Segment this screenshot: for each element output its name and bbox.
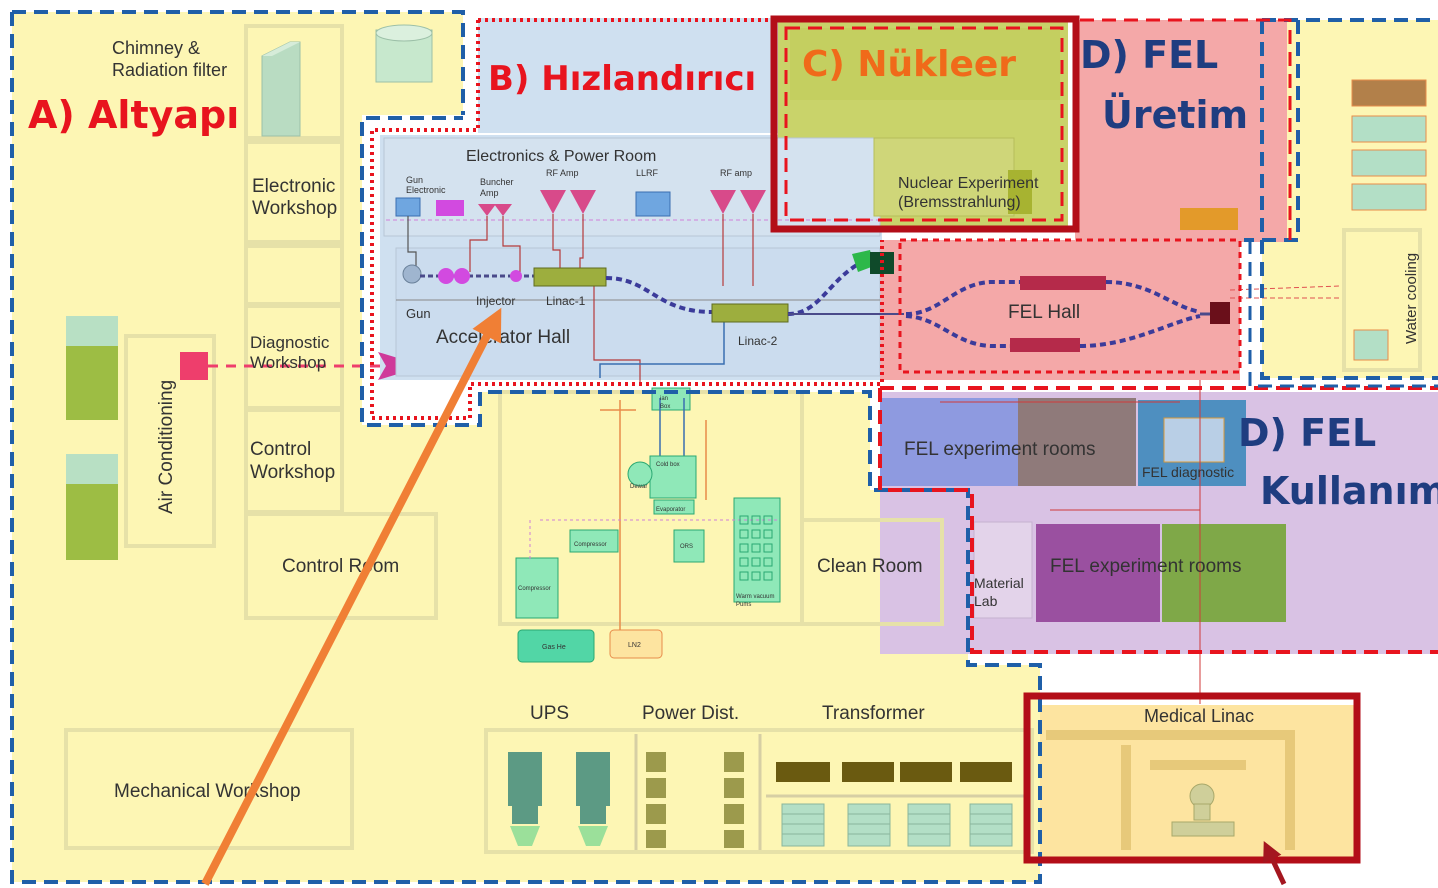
rf-amp-label-2: RF amp [720, 168, 752, 178]
beamline [402, 250, 904, 323]
gun-label: Gun [406, 306, 431, 321]
nuclear-experiment-label-1: Nuclear Experiment [898, 175, 1039, 192]
electronic-workshop-label-2: Workshop [252, 198, 337, 219]
electronics-racks [395, 190, 766, 217]
injector-pointer-arrow [201, 307, 502, 886]
llrf-label: LLRF [636, 168, 659, 178]
medical-linac-machine-icon [1171, 783, 1235, 837]
gun-electronic-label-1: Gun [406, 175, 423, 185]
fel-production-unit [1180, 208, 1238, 230]
linac2-waveguide [599, 320, 725, 378]
material-lab-label-2: Lab [974, 593, 998, 609]
control-workshop-label-2: Workshop [250, 462, 335, 483]
ups-units [508, 752, 610, 846]
linac-1-label: Linac-1 [546, 294, 586, 308]
compressor-label-1: Compressor [574, 542, 607, 548]
clean-room-label: Clean Room [817, 556, 923, 577]
air-conditioning-label: Air Conditioning [156, 380, 177, 514]
fel-usage-rooms [880, 380, 1286, 704]
compressor-label-2: Compressor [518, 586, 551, 592]
chimney-block [261, 24, 433, 137]
box-label-1: ian [660, 396, 668, 402]
infrastructure-room-outlines [64, 24, 1422, 854]
fel-experiment-rooms-label-1: FEL experiment rooms [904, 439, 1095, 460]
lower-service-outlines [634, 734, 1028, 850]
gas-he-label: Gas He [542, 644, 566, 651]
air-conditioning-unit-icon [180, 352, 208, 380]
injector-label: Injector [476, 294, 515, 308]
diagnostic-workshop-label-2: Workshop [250, 353, 326, 372]
control-workshop-label-1: Control [250, 439, 311, 460]
fel-diagnostic-label: FEL diagnostic [1142, 464, 1234, 480]
rf-amp-label-1: RF Amp [546, 168, 579, 178]
cryo-plant [515, 387, 781, 663]
rf-cabling [469, 214, 754, 386]
evaporator-label: Evaporator [656, 507, 685, 513]
water-cooling-units [1351, 79, 1427, 361]
medical-linac-label: Medical Linac [1144, 706, 1254, 726]
nuclear-highlight-frame [770, 15, 1080, 233]
buncher-amp-label-2: Amp [480, 188, 499, 198]
section-d-production-heading-1: D) FEL [1080, 33, 1218, 77]
power-distribution-units [646, 752, 744, 848]
section-b-heading: B) Hızlandırıcı [488, 59, 756, 99]
fel-hall-undulator [905, 276, 1341, 352]
diagnostic-workshop-label-1: Diagnostic [250, 333, 330, 352]
section-d-production-heading-2: Üretim [1102, 93, 1248, 137]
electronic-workshop-label-1: Electronic [252, 176, 335, 197]
section-borders [10, 10, 1438, 884]
nuclear-room-inner [790, 28, 1060, 217]
water-cooling-label: Water cooling [1403, 253, 1420, 344]
zone-fel-production [1075, 20, 1287, 242]
zone-accelerator-top [478, 18, 778, 133]
warm-vacuum-grid [739, 515, 773, 581]
linac-2-label: Linac-2 [738, 334, 778, 348]
medical-linac-highlight-frame [1023, 692, 1361, 864]
section-d-usage-heading-2: Kullanım [1260, 469, 1438, 513]
fel-hall-label: FEL Hall [1008, 302, 1080, 323]
medical-linac-pointer-arrow [1263, 840, 1287, 886]
fel-experiment-rooms-label-2: FEL experiment rooms [1050, 556, 1241, 577]
dewar-label: Dewar [630, 484, 647, 490]
gun-cable [407, 216, 417, 276]
box-label-2: Box [660, 404, 670, 410]
power-room-label: Electronics & Power Room [466, 148, 656, 165]
zone-fel-hall [880, 240, 1240, 380]
warm-vacuum-label-1: Warm vacuum [736, 594, 774, 600]
transformer-label: Transformer [822, 703, 925, 724]
ors-label: ORS [680, 544, 693, 550]
warm-vacuum-label-2: Pums [736, 602, 751, 608]
gun-electronic-label-2: Electronic [406, 185, 446, 195]
control-room-label: Control Room [282, 556, 399, 577]
chimney-label-1: Chimney & [112, 38, 200, 58]
ups-label: UPS [530, 703, 569, 724]
section-a-heading: A) Altyapı [28, 93, 239, 137]
ln2-label: LN2 [628, 642, 641, 649]
material-lab-label-1: Material [974, 575, 1024, 591]
buncher-amp-label-1: Buncher [480, 177, 514, 187]
mechanical-workshop-label: Mechanical Workshop [114, 781, 301, 802]
section-c-heading: C) Nükleer [802, 44, 1016, 85]
transformer-units [776, 762, 1013, 847]
section-d-usage-heading-1: D) FEL [1238, 411, 1376, 455]
chimney-label-2: Radiation filter [112, 60, 227, 80]
air-conditioning-tanks [66, 316, 118, 560]
medical-linac-maze [1046, 730, 1295, 850]
accelerator-hall-label: Accelerator Hall [436, 327, 570, 348]
power-dist-label: Power Dist. [642, 703, 739, 724]
cold-box-label: Cold box [656, 462, 680, 468]
nuclear-experiment-label-2: (Bremsstrahlung) [898, 194, 1021, 211]
